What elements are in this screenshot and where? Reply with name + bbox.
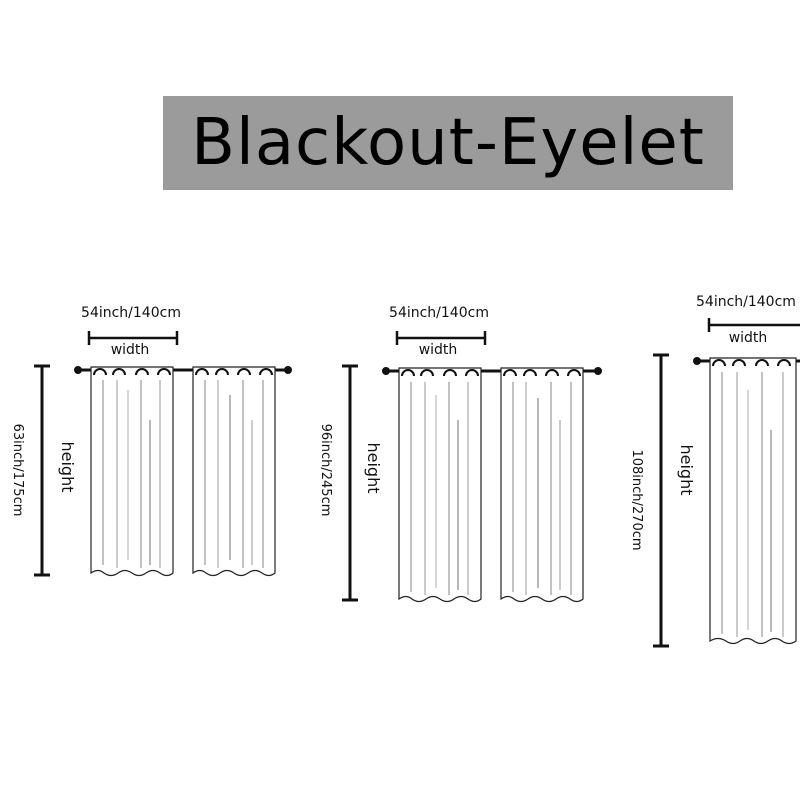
curtain-panel-1a: [90, 366, 174, 577]
width-word-1: width: [111, 342, 150, 358]
curtain-panel-2b: [500, 367, 584, 603]
height-dimension-3: [653, 353, 669, 648]
curtain-panel-2a: [398, 367, 482, 603]
curtain-variant-2: 54inch/140cm width 96inch/245cm height: [318, 305, 602, 603]
height-dimension-2: [342, 364, 358, 602]
width-label-3: 54inch/140cm: [696, 294, 796, 310]
width-word-3: width: [729, 330, 768, 346]
width-label-1: 54inch/140cm: [81, 305, 181, 321]
width-dimension-3: [707, 318, 800, 332]
height-label-1: 63inch/175cm: [10, 424, 25, 517]
curtain-variant-3: 54inch/140cm width 108inch/270cm height: [629, 294, 800, 648]
width-dimension-2: [395, 331, 487, 345]
height-dimension-1: [34, 364, 50, 577]
curtain-panel-3a: [709, 357, 797, 645]
width-label-2: 54inch/140cm: [389, 305, 489, 321]
title-banner: Blackout-Eyelet: [163, 96, 733, 190]
height-label-2: 96inch/245cm: [318, 424, 333, 517]
title-text: Blackout-Eyelet: [191, 106, 705, 180]
curtain-panel-1b: [192, 366, 276, 577]
curtain-variant-1: 54inch/140cm width 63inch/175cm height: [10, 305, 292, 577]
width-word-2: width: [419, 342, 458, 358]
height-word-1: height: [58, 442, 77, 493]
height-word-2: height: [364, 443, 383, 494]
height-label-3: 108inch/270cm: [629, 449, 644, 550]
height-word-3: height: [677, 445, 696, 496]
width-dimension-1: [87, 331, 179, 345]
